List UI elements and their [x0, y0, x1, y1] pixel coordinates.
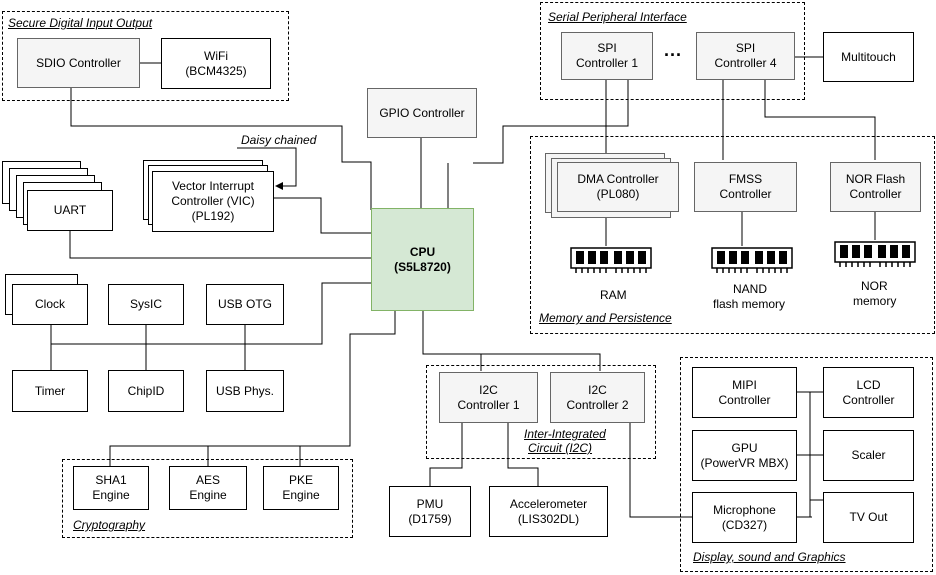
tv-out-node: TV Out — [823, 492, 914, 543]
multitouch-node: Multitouch — [823, 32, 914, 82]
gpio-controller-node: GPIO Controller — [367, 88, 477, 138]
clock-node: Clock — [12, 284, 88, 325]
display-group — [680, 357, 933, 572]
nor-label-2: memory — [853, 294, 897, 308]
microphone-node: Microphone(CD327) — [692, 492, 797, 543]
sdio-controller-node: SDIO Controller — [17, 38, 140, 88]
sdio-group-label: Secure Digital Input Output — [8, 16, 153, 30]
timer-node: Timer — [12, 370, 88, 412]
crypto-group — [62, 459, 353, 538]
ram-chip-icon — [570, 247, 652, 273]
gpu-node: GPU(PowerVR MBX) — [692, 430, 797, 481]
nand-chip-icon — [711, 247, 793, 273]
i2c-group — [426, 365, 656, 459]
nor-label-1: NOR — [861, 279, 888, 293]
wifi-node: WiFi(BCM4325) — [161, 38, 271, 89]
usb-otg-node: USB OTG — [206, 284, 284, 325]
sysic-node: SysIC — [108, 284, 184, 325]
memory-group — [530, 136, 935, 334]
spi-group-label: Serial Peripheral Interface — [548, 10, 687, 24]
i2c-group-label-1: Inter-Integrated — [524, 427, 606, 441]
usb-phys-node: USB Phys. — [206, 370, 284, 412]
ram-label: RAM — [600, 288, 627, 302]
daisy-chained-label: Daisy chained — [241, 133, 317, 147]
memory-group-label: Memory and Persistence — [539, 311, 672, 325]
nor-chip-icon — [834, 241, 916, 267]
spi-ellipsis: ... — [664, 40, 683, 60]
crypto-group-label: Cryptography — [73, 518, 146, 532]
spi-group — [540, 2, 805, 100]
dma-controller-node: DMA Controller(PL080) — [557, 162, 679, 212]
uart-node: UART — [27, 190, 113, 231]
nand-label-1: NAND — [733, 282, 768, 296]
nand-label-2: flash memory — [713, 297, 786, 311]
cpu-node: CPU(S5L8720) — [371, 208, 474, 311]
scaler-node: Scaler — [823, 430, 914, 481]
accelerometer-node: Accelerometer(LIS302DL) — [489, 486, 608, 537]
sdio-group — [2, 11, 289, 101]
pmu-node: PMU(D1759) — [389, 486, 471, 537]
display-group-label: Display, sound and Graphics — [693, 550, 846, 564]
i2c-group-label-2: Circuit (I2C) — [528, 441, 593, 455]
chipid-node: ChipID — [108, 370, 184, 412]
